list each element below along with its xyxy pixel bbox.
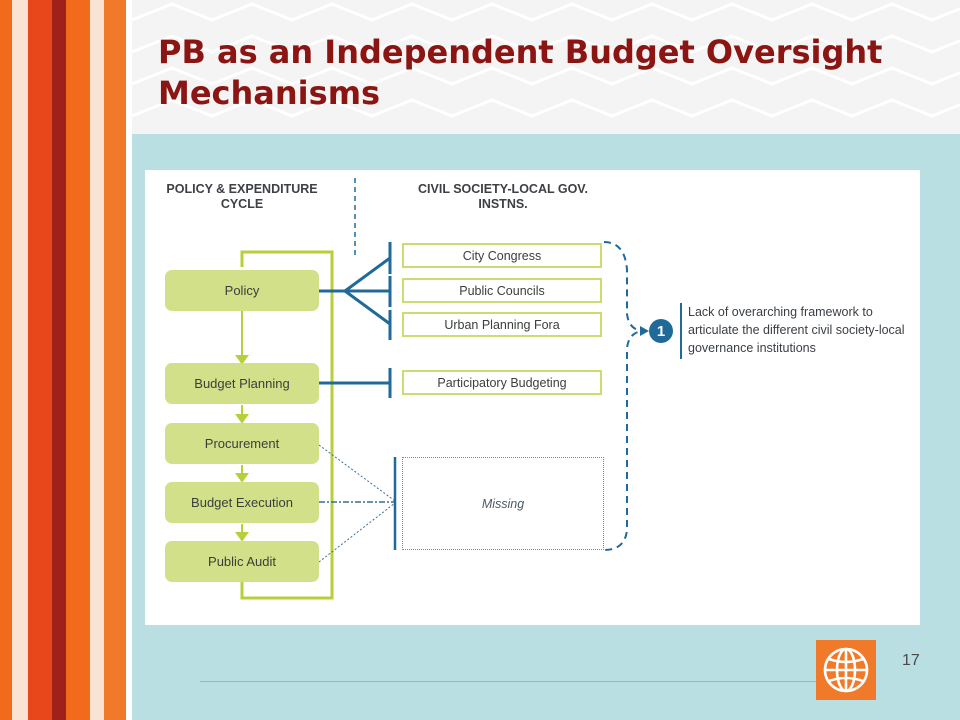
stage-procurement: Procurement [165, 423, 319, 464]
slide-title: PB as an Independent Budget Oversight Me… [158, 33, 883, 112]
callout-text: Lack of overarching framework to articul… [688, 305, 905, 355]
callout-number-badge: 1 [649, 319, 673, 343]
stage-budget-planning: Budget Planning [165, 363, 319, 404]
missing-institutions-box: Missing [402, 457, 604, 550]
world-bank-globe-icon [816, 640, 876, 700]
right-column-heading: CIVIL SOCIETY-LOCAL GOV. INSTNS. [418, 182, 588, 211]
institution-city-congress: City Congress [402, 243, 602, 268]
institution-public-councils: Public Councils [402, 278, 602, 303]
missing-label: Missing [481, 496, 525, 511]
stage-policy: Policy [165, 270, 319, 311]
left-column-heading: POLICY & EXPENDITURE CYCLE [166, 182, 318, 211]
institution-participatory-budgeting: Participatory Budgeting [402, 370, 602, 395]
institution-urban-planning-fora: Urban Planning Fora [402, 312, 602, 337]
footer-line [200, 681, 816, 682]
header-pattern [132, 0, 960, 134]
stage-public-audit: Public Audit [165, 541, 319, 582]
decorative-stripes [0, 0, 132, 720]
page-number: 17 [902, 652, 920, 669]
oversight-diagram: POLICY & EXPENDITURE CYCLE CIVIL SOCIETY… [145, 170, 920, 625]
stage-budget-execution: Budget Execution [165, 482, 319, 523]
callout-bar [680, 303, 682, 359]
diagram-connectors [235, 178, 649, 600]
